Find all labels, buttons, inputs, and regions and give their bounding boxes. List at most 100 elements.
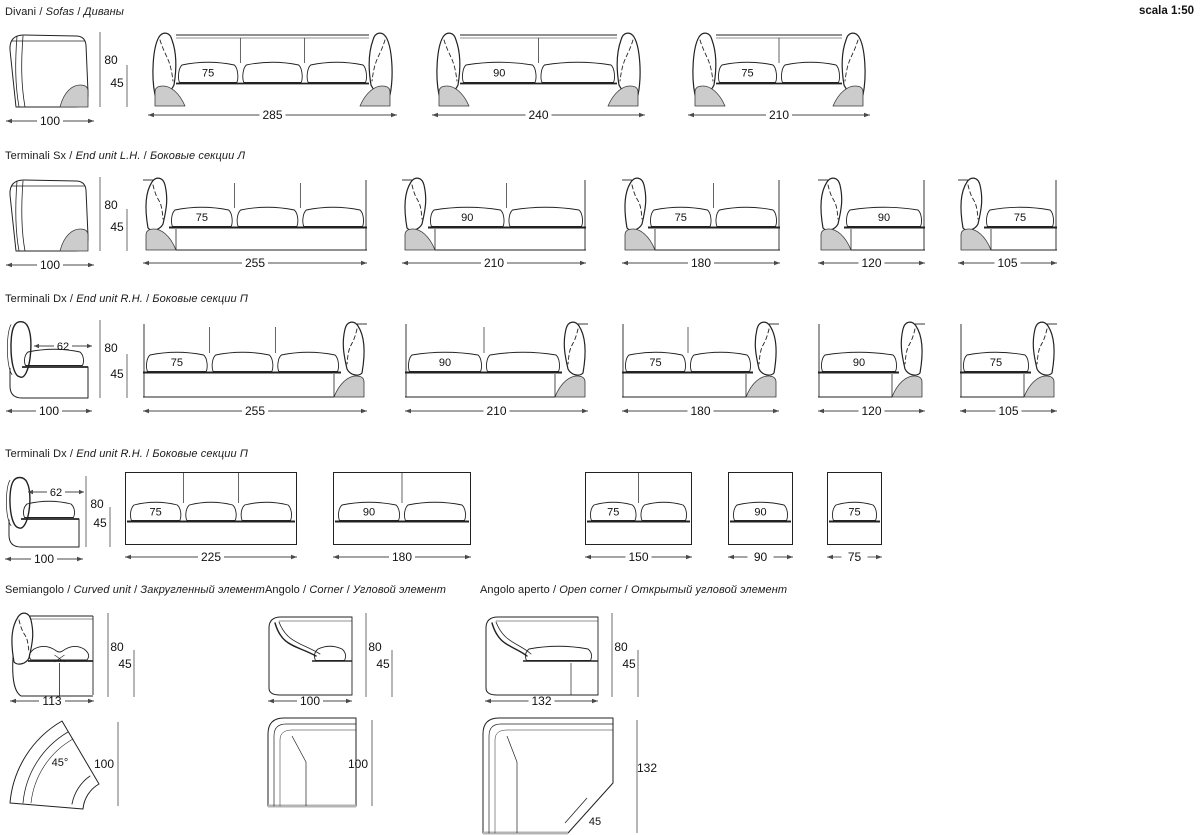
svg-text:100: 100	[300, 694, 320, 708]
svg-text:90: 90	[461, 212, 473, 224]
svg-text:255: 255	[245, 256, 265, 270]
title-english: Corner	[309, 584, 344, 596]
unit-180-drawing: 75 180	[622, 321, 779, 418]
svg-text:132: 132	[531, 694, 551, 708]
svg-text:75: 75	[848, 507, 860, 519]
svg-text:45: 45	[110, 220, 124, 234]
title-italian: Angolo	[265, 584, 300, 596]
section-title-armless-units: Terminali Dx / End unit R.H. / Боковые с…	[5, 448, 248, 460]
title-italian: Divani	[5, 6, 37, 18]
svg-text:45: 45	[110, 76, 124, 90]
unit-105-drawing: 75 105	[960, 321, 1057, 418]
unit-210-drawing: 90 210	[402, 177, 586, 270]
scale-note: scala 1:50	[1139, 5, 1194, 17]
svg-text:80: 80	[90, 497, 104, 511]
svg-text:180: 180	[691, 256, 711, 270]
section-title-sofas: Divani / Sofas / Диваны	[5, 6, 124, 18]
svg-text:100: 100	[94, 757, 114, 771]
svg-text:210: 210	[769, 108, 789, 122]
svg-text:80: 80	[104, 198, 118, 212]
svg-text:105: 105	[997, 256, 1017, 270]
svg-text:75: 75	[196, 212, 208, 224]
svg-text:113: 113	[42, 694, 61, 708]
svg-text:90: 90	[439, 357, 451, 369]
svg-text:75: 75	[649, 357, 661, 369]
svg-text:90: 90	[363, 507, 375, 519]
svg-text:75: 75	[741, 68, 753, 80]
title-russian: Открытый угловой элемент	[631, 584, 788, 596]
unit-120-drawing: 90 120	[818, 177, 925, 270]
svg-text:80: 80	[104, 53, 118, 67]
svg-text:80: 80	[104, 341, 118, 355]
svg-text:90: 90	[754, 550, 768, 564]
title-english: Curved unit	[73, 584, 131, 596]
svg-text:132: 132	[637, 761, 657, 775]
svg-text:90: 90	[853, 357, 865, 369]
title-english: Sofas	[45, 6, 75, 18]
title-italian: Terminali Sx	[5, 150, 67, 162]
unit-120-drawing: 90 120	[818, 321, 925, 418]
title-italian: Angolo aperto	[480, 584, 550, 596]
angolo-front-view: 80 45 100	[268, 613, 393, 708]
svg-text:45°: 45°	[52, 757, 69, 769]
unit-105-drawing: 75 105	[958, 177, 1057, 270]
section-title-end-unit-left: Terminali Sx / End unit L.H. / Боковые с…	[5, 150, 246, 162]
unit-210-drawing: 75 210	[688, 32, 870, 122]
svg-text:120: 120	[861, 256, 881, 270]
svg-text:90: 90	[493, 68, 505, 80]
svg-text:180: 180	[690, 404, 710, 418]
svg-text:45: 45	[376, 657, 390, 671]
svg-text:62: 62	[57, 341, 69, 353]
svg-text:75: 75	[202, 68, 214, 80]
svg-text:150: 150	[628, 550, 648, 564]
section-title-angolo: Angolo / Corner / Угловой элемент	[265, 584, 446, 596]
section-title-semiangolo: Semiangolo / Curved unit / Закругленный …	[5, 584, 265, 596]
unit-255-drawing: 75 255	[143, 321, 367, 418]
unit-255-drawing: 75 255	[143, 177, 367, 270]
svg-text:120: 120	[861, 404, 881, 418]
svg-text:75: 75	[1014, 212, 1026, 224]
svg-text:62: 62	[50, 487, 62, 499]
svg-text:90: 90	[754, 507, 766, 519]
title-english: Open corner	[559, 584, 622, 596]
svg-text:180: 180	[392, 550, 412, 564]
svg-text:80: 80	[110, 640, 124, 654]
svg-text:75: 75	[171, 357, 183, 369]
title-italian: Terminali Dx	[5, 293, 67, 305]
svg-text:75: 75	[848, 550, 862, 564]
section-title-end-unit-right: Terminali Dx / End unit R.H. / Боковые с…	[5, 293, 248, 305]
svg-text:80: 80	[368, 640, 382, 654]
title-russian: Боковые секции Л	[149, 150, 246, 162]
svg-text:210: 210	[486, 404, 506, 418]
title-italian: Semiangolo	[5, 584, 65, 596]
title-english: End unit R.H.	[76, 293, 143, 305]
svg-text:210: 210	[484, 256, 504, 270]
svg-text:75: 75	[990, 357, 1002, 369]
svg-text:255: 255	[245, 404, 265, 418]
title-russian: Боковые секции П	[152, 448, 248, 460]
title-italian: Terminali Dx	[5, 448, 67, 460]
svg-text:45: 45	[93, 516, 107, 530]
svg-text:90: 90	[878, 212, 890, 224]
title-russian: Боковые секции П	[152, 293, 248, 305]
unit-90-drawing: 90 90	[728, 472, 793, 564]
title-english: End unit L.H.	[75, 150, 141, 162]
svg-text:45: 45	[622, 657, 636, 671]
svg-text:105: 105	[998, 404, 1018, 418]
